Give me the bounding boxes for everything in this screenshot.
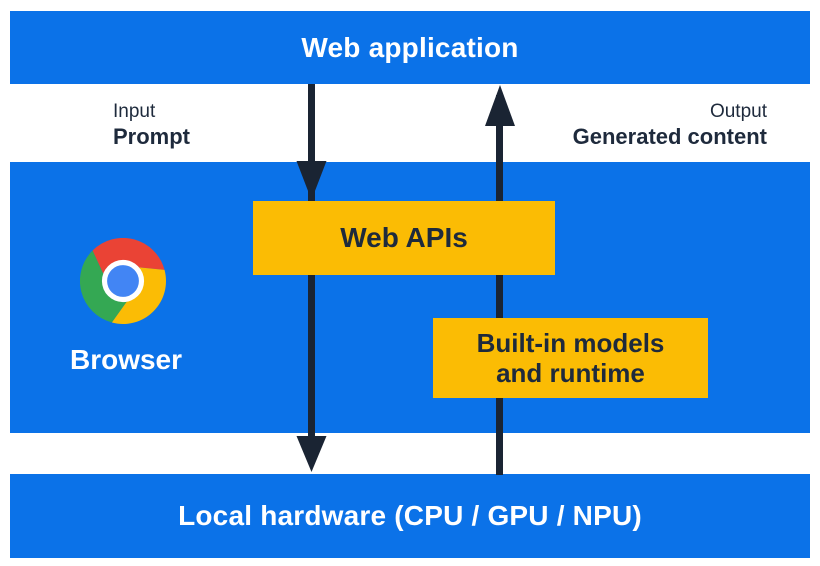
output-flow-arrow-line <box>496 95 503 475</box>
output-kind-label: Output <box>709 101 767 122</box>
input-kind-label: Input <box>113 101 156 122</box>
web-application-bar: Web application <box>10 11 810 84</box>
browser-label: Browser <box>69 344 183 375</box>
builtin-models-label-line2: and runtime <box>496 358 645 388</box>
input-value-label: Prompt <box>113 124 190 149</box>
output-flow-arrowhead <box>485 85 515 126</box>
local-hardware-label: Local hardware (CPU / GPU / NPU) <box>178 500 642 531</box>
input-flow-arrowhead-lower <box>296 436 327 472</box>
builtin-models-box: Built-in models and runtime <box>433 318 708 398</box>
output-label-group: Output Generated content <box>573 100 767 150</box>
input-label-group: Input Prompt <box>113 100 190 150</box>
chrome-icon <box>80 238 166 324</box>
web-application-label: Web application <box>301 31 519 63</box>
web-apis-label: Web APIs <box>340 222 468 253</box>
web-apis-box: Web APIs <box>253 201 555 275</box>
output-value-label: Generated content <box>572 124 767 149</box>
local-hardware-bar: Local hardware (CPU / GPU / NPU) <box>10 474 810 558</box>
input-flow-arrowhead-upper <box>296 161 327 200</box>
builtin-models-label-line1: Built-in models <box>476 328 665 358</box>
